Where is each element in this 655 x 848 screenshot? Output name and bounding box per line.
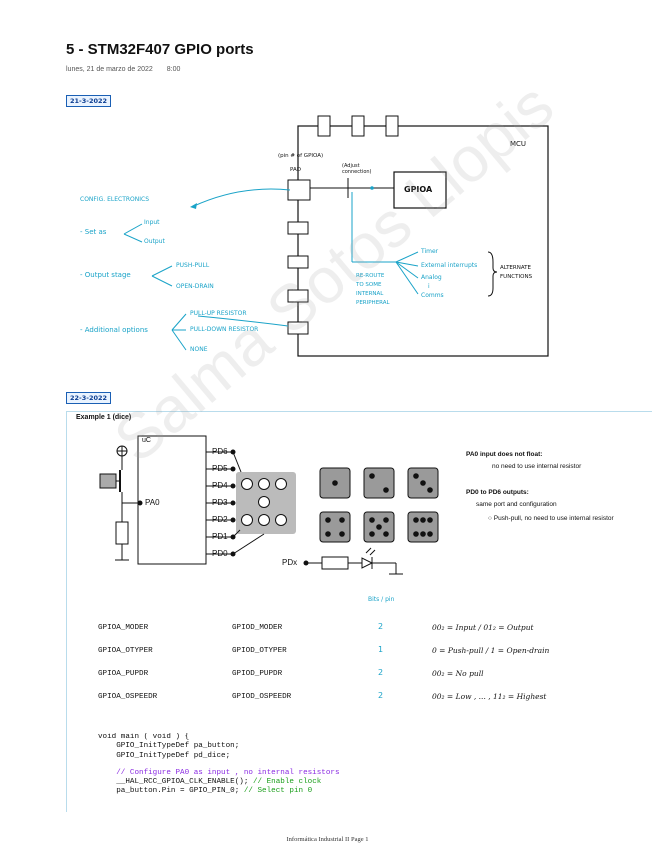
mcu-label: MCU <box>510 140 527 148</box>
uc-box <box>137 435 207 565</box>
alternate-functions-label: ALTERNATE FUNCTIONS <box>500 264 532 282</box>
pin-pd0: PD0 <box>212 549 228 558</box>
section2-date: 22-3-2022 <box>66 392 112 404</box>
pin-pd1: PD1 <box>212 532 228 541</box>
gpioa-box <box>393 171 447 209</box>
output-opt-pushpull: PUSH-PULL <box>176 262 210 269</box>
adjust-label: (Adjust connection) <box>342 163 372 175</box>
code-block: void main ( void ) { GPIO_InitTypeDef pa… <box>98 733 340 811</box>
reroute-line: RE-ROUTE <box>356 273 385 279</box>
reg-bits-0: 2 <box>378 622 384 631</box>
note2-bullet-text: Push-pull, no need to use internal resis… <box>493 515 614 522</box>
dice-faces <box>319 467 439 543</box>
reroute-line: TO SOME <box>356 282 382 288</box>
bullet-icon: ○ <box>488 515 494 522</box>
reg-note-3: 00₂ = Low , ... , 11₂ = Highest <box>432 692 547 701</box>
reg-bits-2: 2 <box>378 668 384 677</box>
additional-opt-none: NONE <box>190 346 208 353</box>
reg-a-0: GPIOA_MODER <box>98 624 149 632</box>
note2-title: PD0 to PD6 outputs: <box>466 489 529 496</box>
code-comment: // Configure PA0 as input , no internal … <box>98 768 340 777</box>
pin-pd2: PD2 <box>212 515 228 524</box>
reg-note-2: 00₂ = No pull <box>432 669 484 678</box>
reroute-line: PERIPHERAL <box>356 300 390 306</box>
periph-timer: Timer <box>421 248 439 255</box>
additional-label: - Additional options <box>80 326 148 334</box>
pin-pd6: PD6 <box>212 447 228 456</box>
code-text: __HAL_RCC_GPIOA_CLK_ENABLE(); <box>98 778 253 787</box>
reg-d-0: GPIOD_MODER <box>232 624 283 632</box>
code-line: __HAL_RCC_GPIOA_CLK_ENABLE(); // Enable … <box>98 778 340 787</box>
code-comment: // Select pin 0 <box>243 787 313 796</box>
pin-pa0: PA0 <box>145 498 160 507</box>
reg-a-2: GPIOA_PUPDR <box>98 670 149 678</box>
pin-label: (pin # of GPIOA) <box>278 153 324 159</box>
bits-per-pin-label: Bits / pin <box>368 596 395 603</box>
reg-note-1: 0 = Push-pull / 1 = Open-drain <box>432 646 550 655</box>
code-line: GPIO_InitTypeDef pd_dice; <box>98 751 231 760</box>
code-comment: // Enable clock <box>252 778 322 787</box>
example-container <box>66 411 652 812</box>
pin-pd5: PD5 <box>212 464 228 473</box>
page-title: 5 - STM32F407 GPIO ports <box>66 41 254 58</box>
note2-body: same port and configuration <box>476 501 557 508</box>
page-date: lunes, 21 de marzo de 2022 8:00 <box>66 66 180 73</box>
code-spacer <box>98 761 340 769</box>
reroute-line: INTERNAL <box>356 291 384 297</box>
code-text: pa_button.Pin = GPIO_PIN_0; <box>98 787 244 796</box>
note1-body: no need to use internal resistor <box>492 463 582 470</box>
additional-opt-pullup: PULL-UP RESISTOR <box>190 310 247 317</box>
set-opt-input: Input <box>144 219 160 226</box>
reg-a-3: GPIOA_OSPEEDR <box>98 693 158 701</box>
pin-pdx: PDx <box>282 558 298 567</box>
periph-dots: i <box>428 283 430 290</box>
reg-d-1: GPIOD_OTYPER <box>232 647 287 655</box>
reg-bits-3: 2 <box>378 691 384 700</box>
reg-note-0: 00₂ = Input / 01₂ = Output <box>432 623 534 632</box>
pin-pd4: PD4 <box>212 481 228 490</box>
time-text: 8:00 <box>166 66 181 73</box>
section1-date: 21-3-2022 <box>66 95 112 107</box>
set-as-label: - Set as <box>80 228 107 236</box>
reroute-label: RE-ROUTE TO SOME INTERNAL PERIPHERAL <box>356 272 390 308</box>
example-title: Example 1 (dice) <box>76 414 132 421</box>
output-stage-label: - Output stage <box>80 271 131 279</box>
page-footer: Informática Industrial II Page 1 <box>286 836 369 843</box>
periph-analog: Analog <box>421 274 442 281</box>
reg-d-2: GPIOD_PUPDR <box>232 670 283 678</box>
reg-a-1: GPIOA_OTYPER <box>98 647 153 655</box>
code-line: void main ( void ) { <box>98 733 190 741</box>
code-line: GPIO_InitTypeDef pa_button; <box>98 742 240 751</box>
code-line: pa_button.Pin = GPIO_PIN_0; // Select pi… <box>98 787 340 796</box>
pad-label: PAD <box>290 167 301 173</box>
gpio-label: GPIOA <box>404 185 433 194</box>
output-opt-opendrain: OPEN-DRAIN <box>176 283 214 290</box>
pin-pd3: PD3 <box>212 498 228 507</box>
alternate-line: FUNCTIONS <box>500 274 533 280</box>
set-opt-output: Output <box>144 238 165 245</box>
alternate-line: ALTERNATE <box>500 265 532 271</box>
note2-bullet: ○ Push-pull, no need to use internal res… <box>488 514 618 523</box>
config-label: CONFIG. ELECTRONICS <box>80 196 150 203</box>
note1-title: PA0 input does not float: <box>466 451 543 458</box>
date-text: lunes, 21 de marzo de 2022 <box>66 66 153 73</box>
additional-opt-pulldown: PULL-DOWN RESISTOR <box>190 326 259 333</box>
uc-label: uC <box>142 437 151 444</box>
periph-ext-int: External interrupts <box>421 262 478 269</box>
periph-comms: Comms <box>421 292 444 299</box>
reg-bits-1: 1 <box>378 645 384 654</box>
reg-d-3: GPIOD_OSPEEDR <box>232 693 292 701</box>
